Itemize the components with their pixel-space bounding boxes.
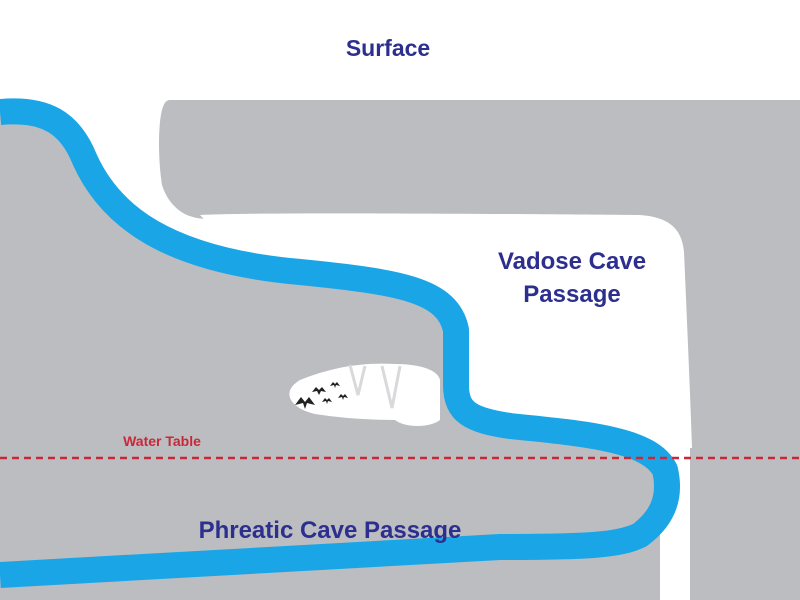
vadose-passage bbox=[200, 213, 692, 448]
vadose-label-line1: Vadose Cave bbox=[498, 248, 646, 275]
flowstone bbox=[348, 364, 402, 409]
phreatic-label: Phreatic Cave Passage bbox=[199, 517, 462, 544]
water-stream bbox=[0, 98, 680, 588]
bats bbox=[295, 382, 348, 409]
bat-icon bbox=[330, 382, 340, 388]
rock-upper-right bbox=[159, 100, 800, 600]
water-table-label: Water Table bbox=[123, 433, 201, 449]
bat-icon bbox=[295, 397, 315, 409]
bat-icon bbox=[338, 394, 348, 400]
surface-label: Surface bbox=[346, 35, 430, 61]
bat-icon bbox=[322, 398, 332, 404]
bat-icon bbox=[312, 387, 326, 395]
bat-chamber bbox=[289, 363, 440, 426]
vadose-label-line2: Passage bbox=[523, 281, 620, 308]
rock-left bbox=[0, 111, 660, 600]
